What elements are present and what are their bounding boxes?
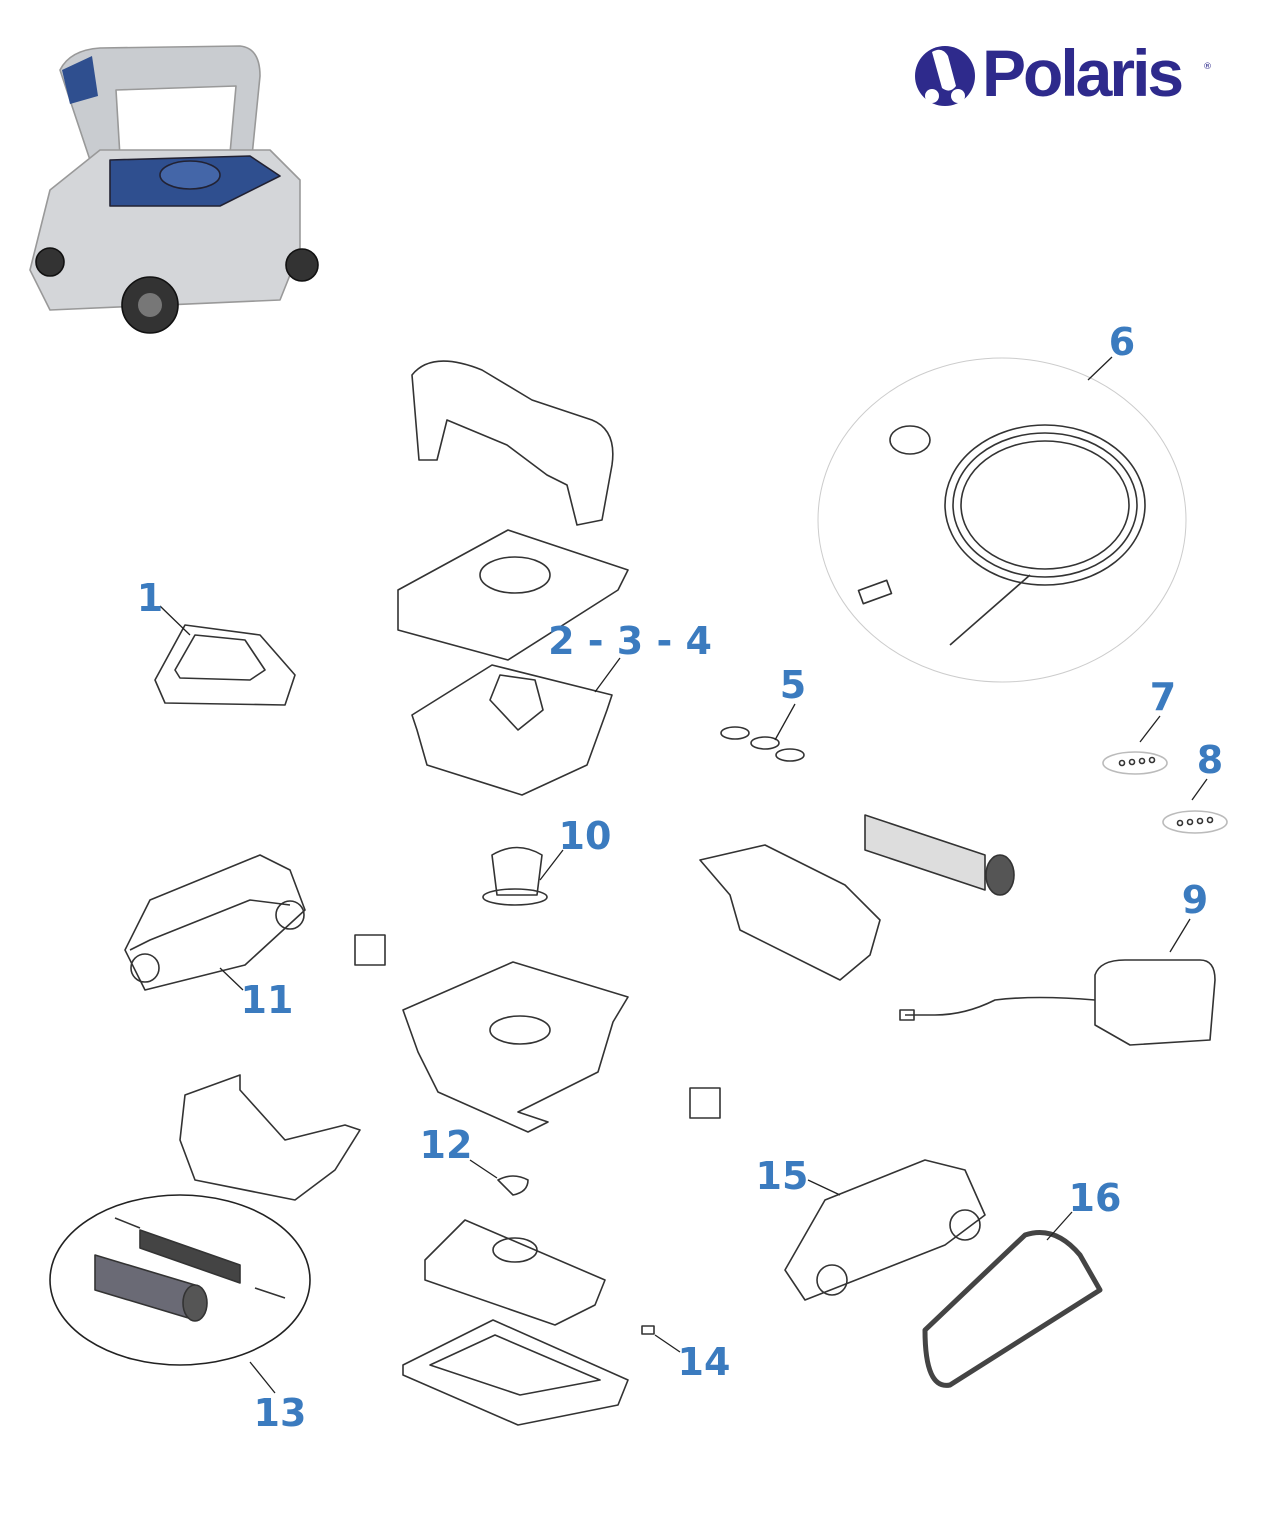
callout-8: 8: [1196, 738, 1224, 782]
part-15-side-housing: [784, 1159, 986, 1301]
callout-11: 11: [240, 978, 294, 1022]
leader-lines: [159, 356, 1208, 1394]
polaris-logo-icon: [915, 46, 975, 106]
callout-1: 1: [136, 576, 164, 620]
part-side-panel: [699, 844, 881, 981]
registered-mark: ®: [1203, 62, 1212, 72]
part-main-body: [402, 961, 629, 1133]
callout-16: 16: [1068, 1176, 1122, 1220]
callout-2-3-4: 2 - 3 - 4: [548, 619, 712, 663]
callout-5: 5: [779, 663, 807, 707]
part-16-track-belt: [922, 1230, 1103, 1388]
part-front-bumper: [179, 1074, 361, 1201]
part-small-clip-2: [689, 1087, 721, 1119]
part-small-clip: [354, 934, 386, 966]
callout-10: 10: [558, 814, 612, 858]
callout-7: 7: [1149, 675, 1177, 719]
callout-13: 13: [253, 1391, 307, 1435]
part-carry-handle: [411, 360, 614, 526]
callout-6: 6: [1108, 320, 1136, 364]
part-14-clip: [641, 1325, 655, 1335]
part-pump-motor-block: [424, 1219, 606, 1326]
part-6-floating-cable: [817, 357, 1187, 683]
part-top-cover: [397, 529, 629, 661]
part-13-brush-roller: [49, 1194, 311, 1366]
callout-9: 9: [1181, 878, 1209, 922]
part-8-screw-set: [1162, 810, 1228, 834]
part-9-power-supply: [899, 959, 1216, 1046]
part-motor-cylinder: [864, 814, 1015, 896]
part-2-3-4-filter-basket: [411, 664, 613, 796]
part-12-hook: [497, 1175, 529, 1196]
callout-14: 14: [677, 1340, 731, 1384]
callout-12: 12: [419, 1123, 473, 1167]
part-5-fasteners: [720, 726, 805, 762]
brand-logo-text: Polaris: [982, 36, 1184, 110]
part-10-impeller: [482, 846, 548, 906]
part-11-side-track-assembly: [124, 854, 306, 991]
part-7-screw-set: [1102, 751, 1168, 775]
callout-15: 15: [755, 1154, 809, 1198]
robot-product-photo: [29, 45, 319, 334]
part-bottom-plate: [402, 1319, 629, 1426]
part-1-handle-insert: [154, 624, 296, 706]
